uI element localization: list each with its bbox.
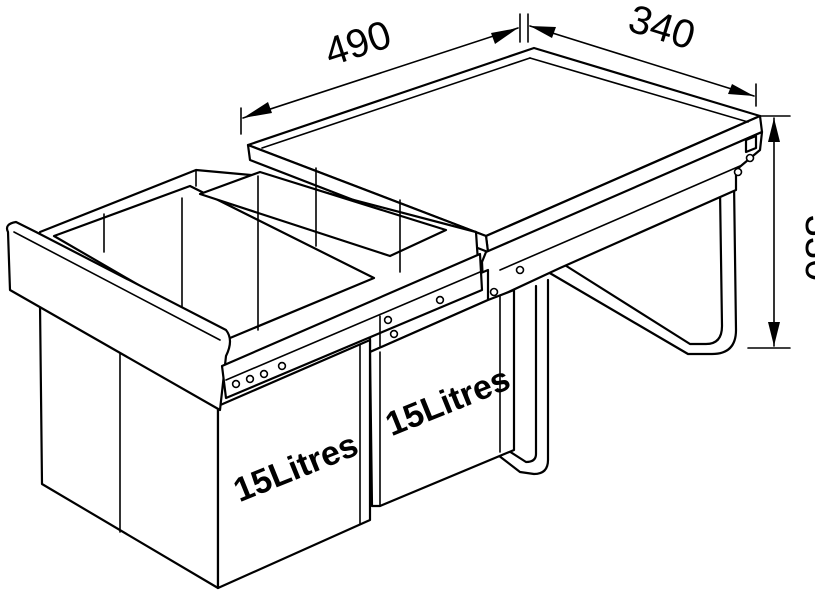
runner — [220, 252, 484, 400]
support-frame — [492, 180, 738, 476]
depth-label: 340 — [623, 0, 700, 58]
front-handle — [5, 220, 232, 412]
bin-front: 15Litres — [38, 302, 372, 590]
width-label: 490 — [319, 12, 396, 74]
height-label: 330 — [797, 215, 815, 282]
